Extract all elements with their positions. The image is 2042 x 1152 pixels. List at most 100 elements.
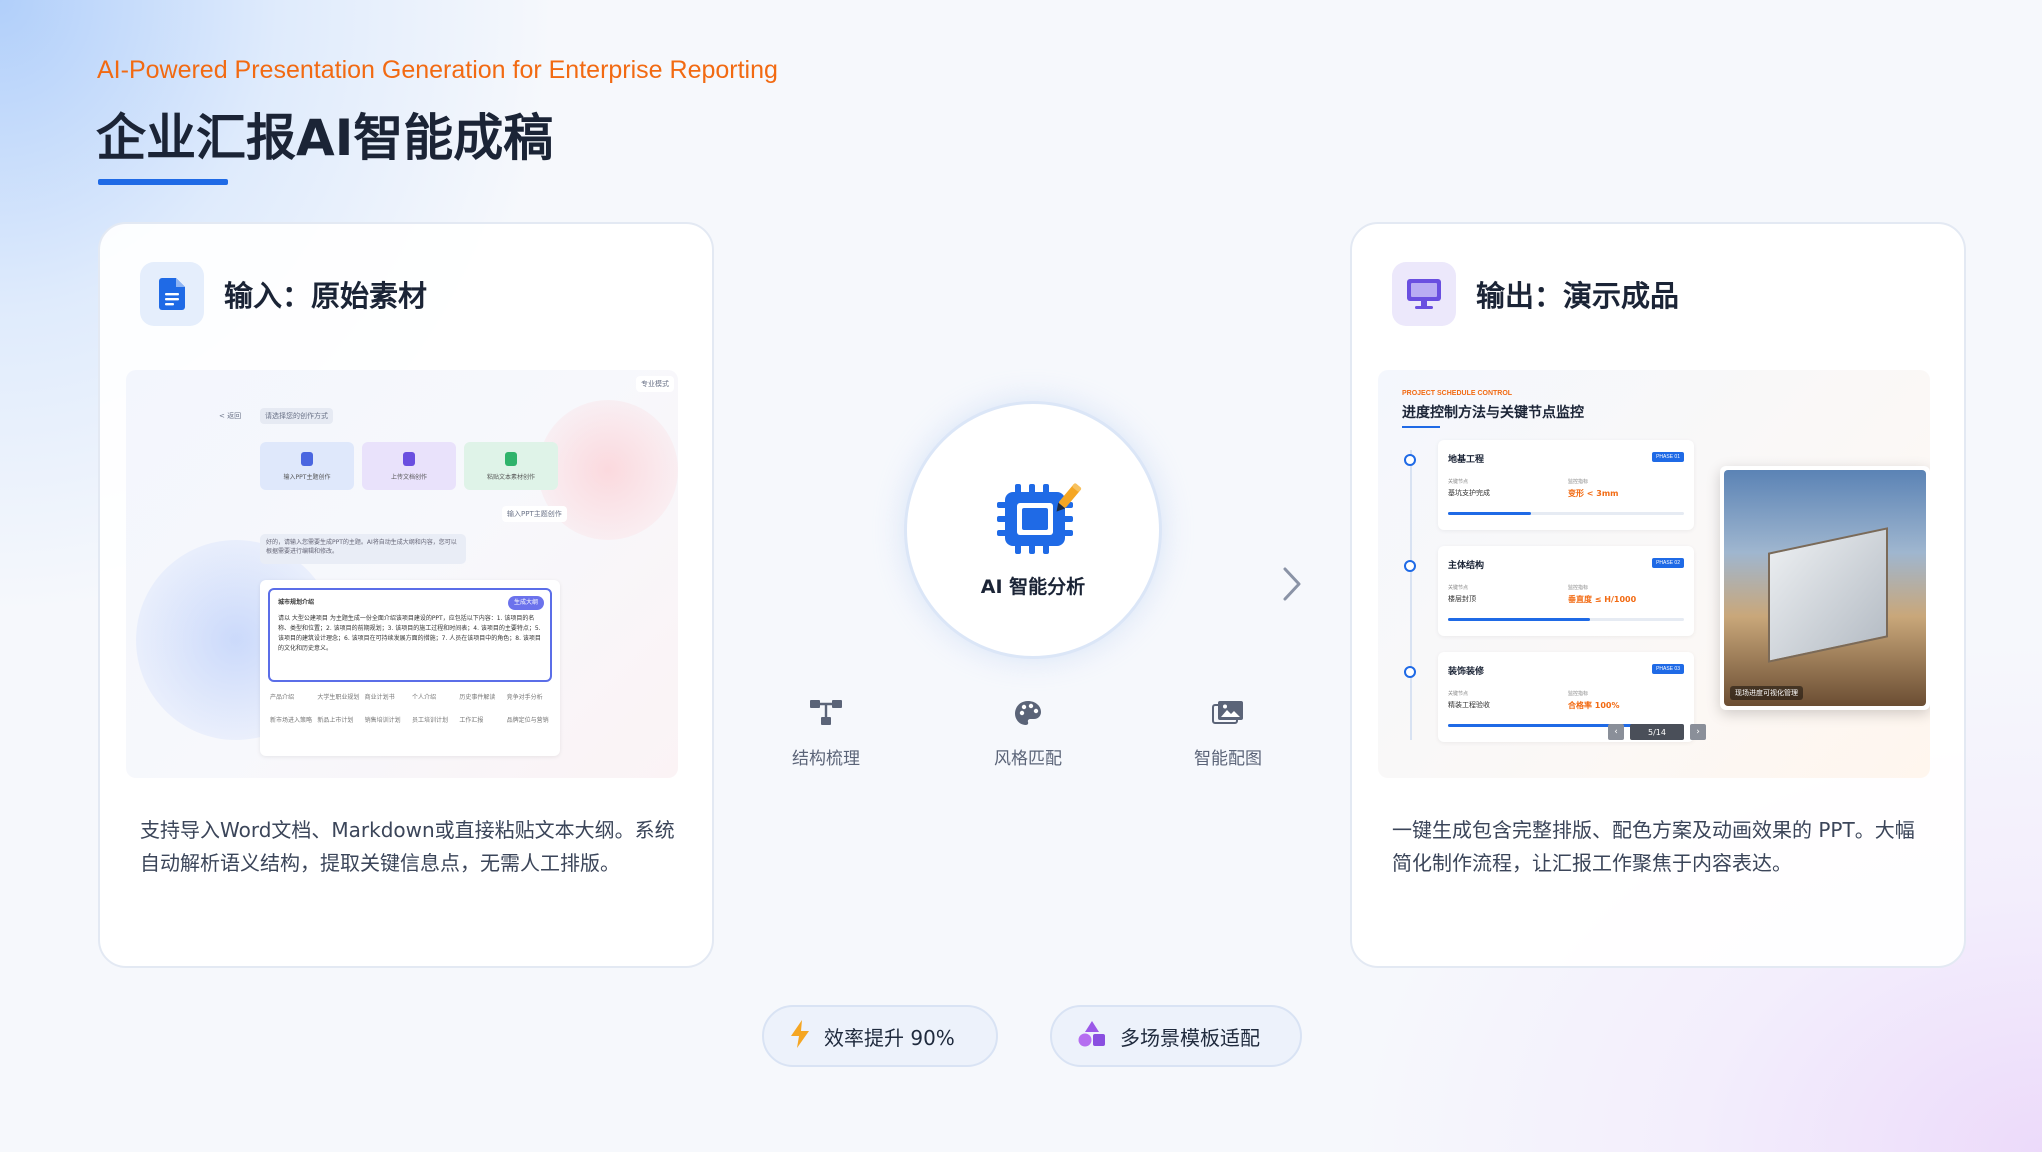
mock-tag: 新品上市计划 (317, 717, 354, 724)
shapes-icon (1078, 1020, 1106, 1052)
mock-mode-chip: 专业模式 (636, 376, 674, 392)
slide-pager: ‹ 5/14 › (1608, 724, 1706, 740)
timeline-line (1410, 450, 1412, 740)
mock-choose-label: 请选择您的创作方式 (260, 408, 333, 424)
lightning-icon (790, 1019, 810, 1053)
output-card-description: 一键生成包含完整排版、配色方案及动画效果的 PPT。大幅简化制作流程，让汇报工作… (1392, 818, 1915, 875)
phase-value: 精装工程验收 (1448, 701, 1490, 709)
mock-generate-button: 生成大纲 (507, 596, 544, 610)
mock-editor-text: 请以 大型公建项目 为主题生成一份全面介绍该项目建设的PPT，应包括以下内容：1… (278, 615, 541, 652)
phase-title: 主体结构 (1448, 561, 1485, 571)
mock-tag: 产品介绍 (270, 694, 295, 701)
phase-progress (1448, 724, 1684, 727)
phase-metric-value: 垂直度 ≤ H/1000 (1568, 595, 1637, 604)
page-subtitle: AI-Powered Presentation Generation for E… (97, 56, 778, 84)
output-card-header: 输出：演示成品 (1392, 262, 1679, 326)
feature-label: 结构梳理 (792, 749, 860, 769)
input-screenshot: < 返回 专业模式 请选择您的创作方式 输入PPT主题创作 上传文档创作 粘贴文… (126, 370, 678, 778)
mock-tag-list: 产品介绍 大学生职业规划 商业计划书 个人介绍 历史事件解读 竞争对手分析 新市… (270, 692, 554, 724)
title-underline (98, 179, 228, 185)
phase-title: 装饰装修 (1448, 667, 1485, 677)
phase-card: 地基工程 PHASE 01 关键节点 基坑支护完成 监控指标 变形 < 3mm (1438, 440, 1694, 530)
mock-tag: 工作汇报 (459, 717, 484, 724)
mock-tag: 员工培训计划 (411, 717, 448, 724)
page-title: 企业汇报AI智能成稿 (96, 109, 554, 167)
slide-title-underline (1402, 426, 1440, 428)
timeline-node (1404, 666, 1416, 678)
phase-value: 楼层封顶 (1448, 595, 1476, 603)
phase-value: 基坑支护完成 (1448, 489, 1490, 497)
mock-tile: 输入PPT主题创作 (260, 442, 354, 490)
photo-caption: 现场进度可视化管理 (1730, 686, 1803, 700)
prev-slide-button[interactable]: ‹ (1608, 724, 1624, 740)
badge-label: 效率提升 90% (824, 1025, 955, 1050)
phase-progress (1448, 618, 1684, 621)
phase-key: 关键节点 (1448, 479, 1469, 485)
phase-key: 关键节点 (1448, 691, 1469, 697)
feature-label: 风格匹配 (994, 749, 1062, 769)
feature-image: 智能配图 (1168, 700, 1288, 769)
document-icon (140, 262, 204, 326)
mock-reply-chip: 输入PPT主题创作 (502, 506, 567, 522)
phase-metric-value: 变形 < 3mm (1568, 489, 1619, 498)
phase-key: 关键节点 (1448, 585, 1469, 591)
phase-metric-value: 合格率 100% (1568, 701, 1620, 710)
timeline-node (1404, 560, 1416, 572)
mock-tag: 商业计划书 (364, 694, 395, 701)
feature-label: 智能配图 (1194, 749, 1262, 769)
mock-tile-label: 上传文档创作 (390, 473, 427, 481)
mock-tag: 新市场进入策略 (270, 717, 313, 724)
mock-tile-icon (403, 451, 415, 466)
output-card: 输出：演示成品 PROJECT SCHEDULE CONTROL 进度控制方法与… (1350, 222, 1966, 968)
ai-analysis-circle: AI 智能分析 (904, 401, 1162, 659)
chip-icon (993, 480, 1089, 564)
mock-tag: 大学生职业规划 (317, 694, 360, 701)
input-card-description: 支持导入Word文档、Markdown或直接粘贴文本大纲。系统自动解析语义结构，… (140, 818, 675, 875)
chevron-right-icon (1282, 566, 1302, 606)
site-photo-image: 现场进度可视化管理 (1724, 470, 1926, 706)
next-slide-button[interactable]: › (1690, 724, 1706, 740)
site-board (1768, 527, 1888, 663)
mock-tile: 上传文档创作 (362, 442, 456, 490)
mock-tag: 个人介绍 (411, 694, 436, 701)
site-photo: 现场进度可视化管理 (1720, 466, 1930, 710)
mock-assistant-message: 好的，请输入您需要生成PPT的主题。AI将自动生成大纲和内容，您可以根据需要进行… (260, 534, 466, 564)
feature-structure: 结构梳理 (766, 700, 886, 769)
mock-tile-icon (301, 451, 313, 466)
phase-card: 主体结构 PHASE 02 关键节点 楼层封顶 监控指标 垂直度 ≤ H/100… (1438, 546, 1694, 636)
mock-editor-title: 城市规划介绍 (278, 599, 315, 606)
structure-icon (766, 700, 886, 730)
image-icon (1168, 700, 1288, 730)
mock-tag: 品牌定位与营销 (506, 717, 549, 724)
palette-icon (968, 700, 1088, 730)
output-screenshot: PROJECT SCHEDULE CONTROL 进度控制方法与关键节点监控 地… (1378, 370, 1930, 778)
mock-tile: 粘贴文本素材创作 (464, 442, 558, 490)
input-card-title: 输入：原始素材 (224, 279, 428, 313)
phase-badge: PHASE 01 (1652, 452, 1684, 462)
mock-input-panel: 城市规划介绍 请以 大型公建项目 为主题生成一份全面介绍该项目建设的PPT，应包… (260, 580, 560, 756)
monitor-icon (1392, 262, 1456, 326)
mock-editor: 城市规划介绍 请以 大型公建项目 为主题生成一份全面介绍该项目建设的PPT，应包… (268, 588, 552, 682)
templates-badge: 多场景模板适配 (1050, 1005, 1302, 1067)
feature-style: 风格匹配 (968, 700, 1088, 769)
ai-analysis-label: AI 智能分析 (980, 576, 1086, 598)
mock-tile-label: 输入PPT主题创作 (283, 473, 331, 481)
phase-badge: PHASE 02 (1652, 558, 1684, 568)
mock-tag: 销售培训计划 (364, 717, 401, 724)
input-mock: < 返回 专业模式 请选择您的创作方式 输入PPT主题创作 上传文档创作 粘贴文… (126, 370, 678, 778)
input-card-header: 输入：原始素材 (140, 262, 427, 326)
mock-tile-label: 粘贴文本素材创作 (486, 473, 535, 481)
slide-title: 进度控制方法与关键节点监控 (1402, 405, 1584, 421)
phase-metric-key: 监控指标 (1568, 479, 1589, 485)
timeline-node (1404, 454, 1416, 466)
input-card: 输入：原始素材 < 返回 专业模式 请选择您的创作方式 输入PPT主题创作 上传… (98, 222, 714, 968)
badge-label: 多场景模板适配 (1120, 1025, 1260, 1050)
phase-metric-key: 监控指标 (1568, 585, 1589, 591)
output-card-title: 输出：演示成品 (1476, 279, 1680, 313)
mock-tile-icon (505, 451, 517, 466)
output-mock: PROJECT SCHEDULE CONTROL 进度控制方法与关键节点监控 地… (1378, 370, 1930, 778)
mock-back-link: < 返回 (219, 412, 242, 420)
phase-progress (1448, 512, 1684, 515)
phase-title: 地基工程 (1448, 455, 1485, 465)
phase-badge: PHASE 03 (1652, 664, 1684, 674)
